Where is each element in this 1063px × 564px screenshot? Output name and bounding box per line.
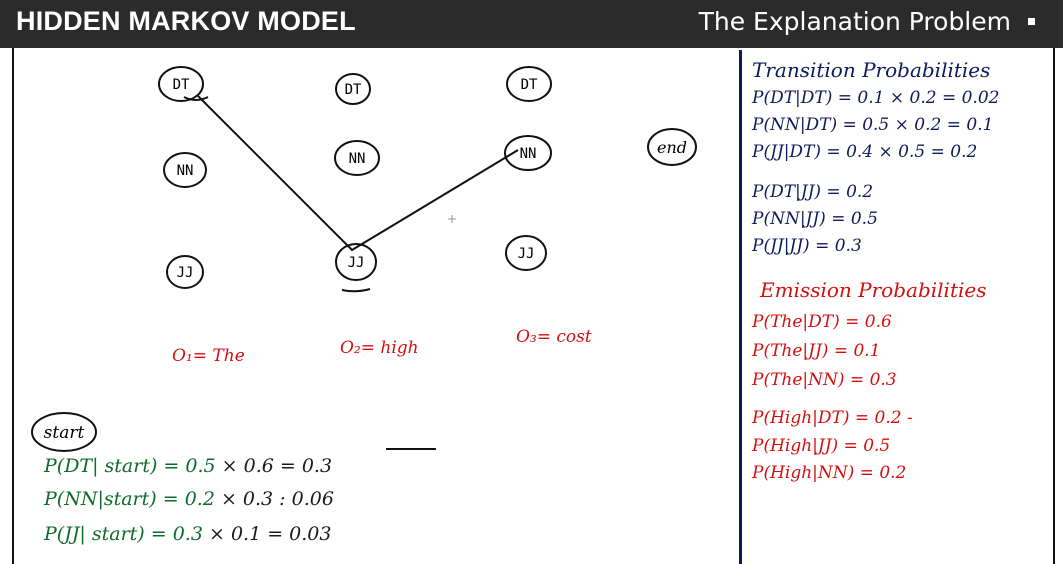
start-calc-result: × 0.1 = 0.03 (208, 523, 332, 545)
transition-line: P(DT|JJ) = 0.2 (752, 182, 874, 202)
emission-line: P(The|DT) = 0.6 (752, 312, 892, 332)
dt-underline-mark (183, 96, 209, 101)
panel-divider (739, 50, 742, 564)
start-calc-result: × 0.6 = 0.3 (221, 455, 333, 477)
corner-mark-icon (1028, 18, 1035, 25)
emission-heading: Emission Probabilities (760, 278, 987, 302)
state-label: DT (173, 77, 190, 93)
emission-line: P(High|JJ) = 0.5 (752, 436, 891, 456)
transition-line: P(NN|JJ) = 0.5 (752, 209, 878, 229)
emission-line: P(High|DT) = 0.2 - (752, 408, 913, 428)
state-label: JJ (177, 265, 194, 281)
state-node-jj-1: JJ (166, 255, 204, 289)
page-subtitle: The Explanation Problem (698, 7, 1011, 36)
emission-line: P(High|NN) = 0.2 (752, 463, 907, 483)
best-path-line (197, 95, 519, 252)
state-node-dt-3: DT (506, 66, 552, 102)
emission-line: P(The|JJ) = 0.1 (752, 341, 881, 361)
transition-heading: Transition Probabilities (752, 58, 991, 82)
state-label: DT (521, 77, 538, 93)
whiteboard (12, 48, 1055, 564)
state-node-nn-3: NN (504, 135, 552, 171)
transition-line: P(JJ|DT) = 0.4 × 0.5 = 0.2 (752, 142, 978, 162)
transition-line: P(JJ|JJ) = 0.3 (752, 236, 862, 256)
observation-1: O₁= The (172, 346, 245, 366)
crosshair-cursor-icon (448, 215, 456, 223)
state-node-jj-3: JJ (505, 235, 547, 271)
start-calc-line-nn: P(NN|start) = 0.2 × 0.3 : 0.06 (44, 488, 334, 510)
start-label: start (44, 423, 85, 443)
transition-line: P(NN|DT) = 0.5 × 0.2 = 0.1 (752, 115, 994, 135)
end-label: end (657, 138, 687, 157)
start-calc-result: × 0.3 : 0.06 (220, 488, 334, 510)
start-node: start (31, 412, 97, 452)
state-label: NN (520, 146, 537, 162)
state-label: NN (177, 163, 194, 179)
emission-line: P(The|NN) = 0.3 (752, 370, 897, 390)
page-title: HIDDEN MARKOV MODEL (16, 6, 356, 36)
start-calc-line-dt: P(DT| start) = 0.5 × 0.6 = 0.3 (44, 455, 332, 477)
header-bar: HIDDEN MARKOV MODEL The Explanation Prob… (0, 0, 1063, 48)
end-node: end (647, 128, 697, 166)
transition-line: P(DT|DT) = 0.1 × 0.2 = 0.02 (752, 88, 1000, 108)
start-calc-expr: P(JJ| start) = 0.3 (44, 523, 203, 545)
observation-3: O₃= cost (516, 327, 592, 347)
state-label: JJ (518, 246, 535, 262)
start-calc-line-jj: P(JJ| start) = 0.3 × 0.1 = 0.03 (44, 523, 331, 545)
state-node-dt-1: DT (158, 66, 204, 102)
jj-underline-mark (341, 288, 371, 293)
observation-2: O₂= high (340, 338, 419, 358)
state-node-nn-1: NN (163, 152, 207, 188)
state-label: JJ (348, 255, 365, 271)
state-node-nn-2: NN (334, 140, 380, 176)
start-calc-expr: P(DT| start) = 0.5 (44, 455, 216, 477)
state-node-jj-2: JJ (335, 243, 377, 281)
state-label: DT (345, 82, 362, 98)
state-node-dt-2: DT (335, 73, 371, 105)
state-label: NN (349, 151, 366, 167)
start-calc-expr: P(NN|start) = 0.2 (44, 488, 215, 510)
